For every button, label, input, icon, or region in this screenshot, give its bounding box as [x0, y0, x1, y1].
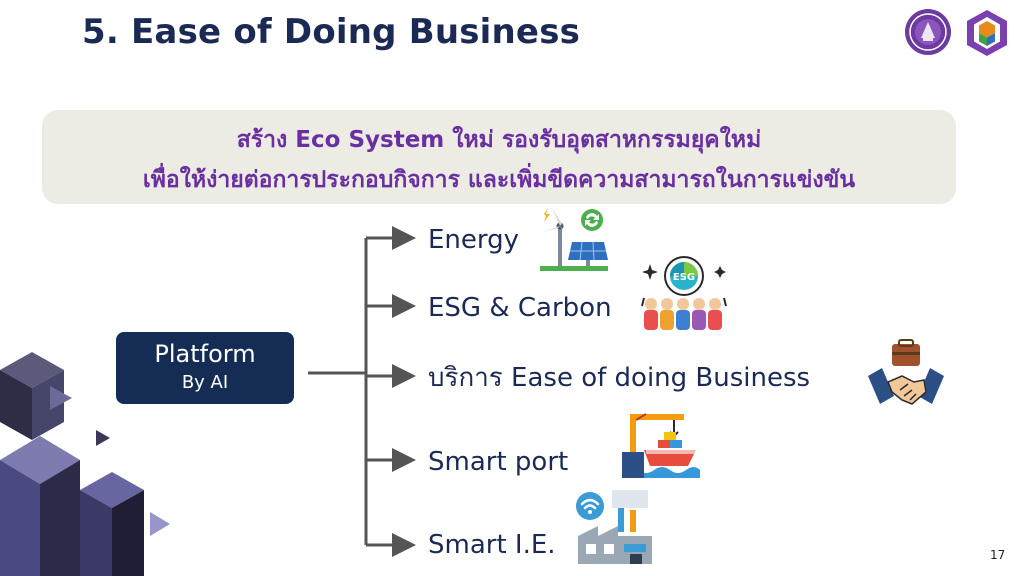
headline-banner: สร้าง Eco System ใหม่ รองรับอุตสาหกรรมยุ… [42, 110, 956, 204]
wind-solar-icon [540, 208, 608, 271]
page-number: 17 [990, 548, 1006, 562]
smart-factory-icon [576, 490, 652, 564]
branch-smart-port: Smart port [428, 447, 569, 477]
branch-smart-ie: Smart I.E. [428, 530, 556, 560]
svg-text:ESG: ESG [673, 272, 695, 283]
banner-line-1: สร้าง Eco System ใหม่ รองรับอุตสาหกรรมยุ… [236, 127, 762, 153]
esg-community-icon: ESG [641, 256, 727, 330]
ministry-seal-icon [905, 9, 951, 55]
branch-ease-of-doing-business: บริการ Ease of doing Business [428, 363, 811, 393]
handshake-icon [868, 339, 944, 405]
hexagon-logo-icon [967, 10, 1007, 56]
platform-subtitle: By AI [181, 372, 229, 393]
platform-box: Platform By AI [116, 332, 294, 404]
slide-title: 5. Ease of Doing Business [82, 12, 581, 52]
port-crane-ship-icon [622, 413, 700, 478]
decorative-cubes [0, 352, 170, 576]
branch-energy: Energy [428, 225, 520, 255]
branch-esg-carbon: ESG & Carbon [428, 293, 612, 323]
platform-title: Platform [154, 340, 256, 368]
banner-line-2: เพื่อให้ง่ายต่อการประกอบกิจการ และเพิ่มข… [142, 167, 856, 193]
